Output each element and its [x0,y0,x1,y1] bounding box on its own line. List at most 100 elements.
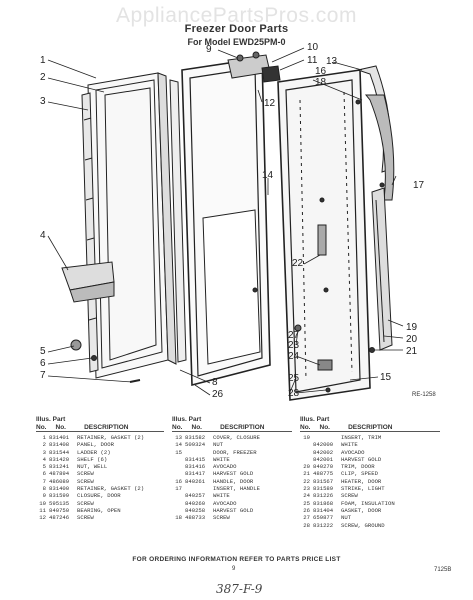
part-description: CLOSURE, DOOR [77,492,121,500]
part-description: SHELF (6) [77,455,108,463]
part-description: FOAM, INSULATION [341,499,395,507]
callout-21: 21 [406,346,418,357]
parts-table-row: 842001 HARVEST GOLD [300,456,440,463]
callout-12: 12 [264,98,276,109]
page-number: 9 [232,566,236,572]
footer-note: FOR ORDERING INFORMATION REFER TO PARTS … [132,556,341,563]
part-number: 831241 [49,463,70,471]
part-number [185,485,213,492]
callout-3: 3 [40,96,46,107]
parts-table-header: No. No. DESCRIPTION [172,424,292,432]
part-description: CLIP, SPEED [341,470,378,478]
illus-number [300,449,313,456]
illus-number [172,492,185,499]
document-code: 7125B [434,567,452,573]
illus-number [172,463,185,470]
illus-number [300,441,313,448]
part-description: HEATER, DOOR [341,477,382,485]
parts-table-row: 840257 WHITE [172,492,292,499]
part-description: SCREW, GROUND [341,521,385,529]
illus-number: 5 [42,463,46,471]
callout-7: 7 [40,370,46,381]
part-number: 831408 [49,441,70,449]
illus-number: 20 [303,463,310,471]
part-description: SCREW [77,470,94,478]
part-number [313,434,341,441]
illus-number: 21 [303,470,310,478]
illus-number: 2 [42,441,46,449]
part-number: 840750 [49,506,70,514]
model-label: For Model EWD25PM-0 [187,37,286,47]
part-number: 831599 [49,492,70,500]
illus-number: 25 [303,499,310,507]
page-title: Freezer Door Parts [184,23,289,35]
illus-number: 9 [42,492,46,500]
callout-22: 22 [292,258,304,269]
illus-number: 24 [303,492,310,500]
part-number: 831868 [313,499,334,507]
callout-18: 18 [315,77,327,88]
parts-table-row: 831417 HARVEST GOLD [172,470,292,477]
part-number: 831417 [185,470,206,478]
parts-table-header: Illus. Part [172,416,202,423]
part-description: HARVEST GOLD [213,470,254,478]
illus-number: 26 [303,506,310,514]
parts-table-header: No. No. DESCRIPTION [300,424,440,432]
part-description: SCREW [341,492,358,500]
part-description: WHITE [213,492,230,500]
part-description: HARVEST GOLD [341,455,382,463]
door-handle [355,65,395,353]
part-description: AVOCADO [341,448,365,456]
part-description: RETAINER, GASKET (2) [77,485,145,493]
callout-24: 24 [288,351,300,362]
illus-number [172,470,185,477]
part-description: STRIKE, LIGHT [341,485,385,493]
part-description: GASKET, DOOR [341,506,382,514]
part-number: 840261 [185,477,206,485]
illus-number [172,500,185,507]
door-gasket-frame [181,51,281,387]
part-number: 831567 [313,477,334,485]
callout-10: 10 [307,42,319,53]
part-number: 487246 [49,514,70,522]
part-description: BEARING, OPEN [77,506,121,514]
part-number: 842001 [313,455,334,463]
callout-11: 11 [307,55,318,66]
parts-table-header: Illus. Part [36,416,66,423]
part-description: AVOCADO [213,499,237,507]
illus-number: 3 [42,448,46,456]
door-panel-assembly [61,72,187,383]
illus-number: 13 [175,434,182,441]
callout-15: 15 [380,372,392,383]
part-number: 842000 [313,441,334,449]
part-number: 831404 [313,506,334,514]
part-number: 840257 [185,492,206,500]
part-number: 831401 [49,434,70,441]
part-number: 840270 [313,463,334,471]
callout-19: 19 [406,322,418,333]
part-description: RETAINER, GASKET (2) [77,434,145,441]
illus-number: 18 [175,514,182,522]
callout-25: 25 [288,373,300,384]
